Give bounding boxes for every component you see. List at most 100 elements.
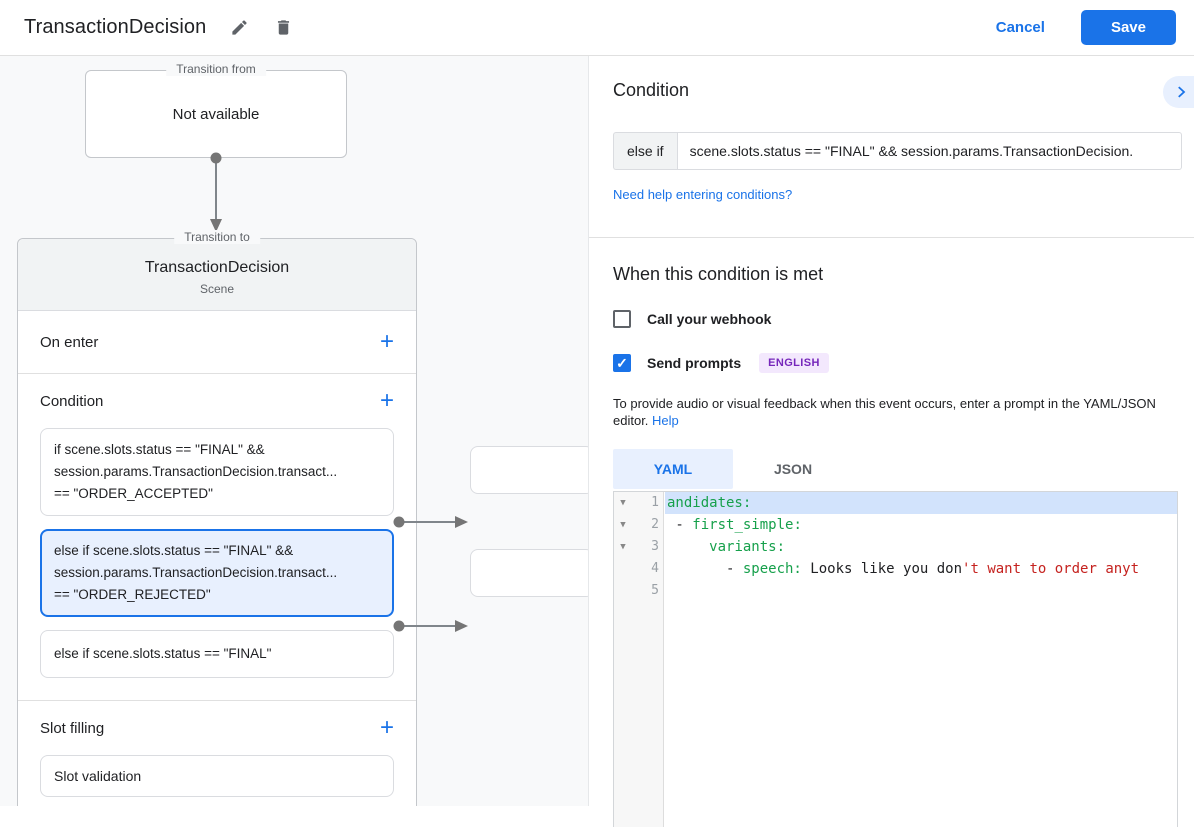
condition-card[interactable]: else if scene.slots.status == "FINAL" — [40, 630, 394, 678]
editor-code-text: variants: — [665, 536, 1177, 558]
transition-to-card: Transition to TransactionDecision Scene … — [17, 230, 417, 806]
condition-prefix: else if — [613, 132, 677, 170]
slot-card[interactable]: Slot validation — [40, 755, 394, 797]
condition-card-line: else if scene.slots.status == "FINAL" — [54, 646, 272, 661]
trash-icon — [274, 18, 293, 37]
code-token-plain: - — [667, 517, 693, 533]
panel-header: Condition — [613, 76, 1194, 108]
add-on-enter-button[interactable]: + — [379, 328, 394, 355]
condition1-arrow — [393, 516, 468, 528]
panel-title: Condition — [613, 80, 690, 100]
send-prompts-checkbox[interactable]: ✓ — [613, 354, 631, 372]
scene-type-label: Scene — [199, 282, 235, 296]
condition-section-label: Condition — [40, 392, 104, 410]
scene-flow-canvas: Transition from Not available Transition… — [0, 56, 588, 806]
condition-card-list: if scene.slots.status == "FINAL" && sessi… — [18, 428, 416, 678]
code-token-plain — [667, 539, 709, 555]
tab-yaml[interactable]: YAML — [613, 449, 733, 489]
slot-filling-label: Slot filling — [40, 719, 105, 737]
on-enter-label: On enter — [40, 333, 99, 351]
webhook-checkbox[interactable] — [613, 310, 631, 328]
line-number: 5 — [651, 583, 659, 598]
code-token-key: variants: — [709, 539, 786, 555]
cancel-button[interactable]: Cancel — [995, 19, 1045, 36]
line-number: 4 — [651, 561, 659, 576]
editor-code-text — [665, 580, 1177, 602]
editor-hint-text: To provide audio or visual feedback when… — [613, 396, 1156, 428]
condition-section-header: Condition + — [18, 374, 416, 428]
code-token-key: first_simple: — [692, 517, 802, 533]
scene-name: TransactionDecision — [144, 259, 290, 276]
send-prompts-label: Send prompts — [647, 355, 742, 371]
condition-card-line: if scene.slots.status == "FINAL" && — [54, 442, 265, 457]
tab-json[interactable]: JSON — [773, 461, 813, 477]
hint-help-link[interactable]: Help — [652, 413, 679, 428]
editor-gutter-cell: ▼1 — [614, 492, 665, 514]
when-met-title: When this condition is met — [613, 264, 824, 284]
condition-card-line: == "ORDER_REJECTED" — [54, 587, 211, 602]
condition-detail-panel: Condition else if Need help entering con… — [588, 56, 1194, 827]
scene-header: TransactionDecision Scene — [18, 239, 416, 311]
chevron-right-icon — [1172, 83, 1190, 101]
condition-card-line: session.params.TransactionDecision.trans… — [54, 565, 338, 580]
panel-divider — [589, 237, 1194, 238]
condition-card-line: else if scene.slots.status == "FINAL" && — [54, 543, 294, 558]
collapse-panel-button[interactable] — [1163, 76, 1194, 108]
condition2-arrow — [393, 620, 468, 632]
condition-card-line: == "ORDER_ACCEPTED" — [54, 486, 213, 501]
line-number: 1 — [651, 495, 659, 510]
condition-card-line: session.params.TransactionDecision.trans… — [54, 464, 338, 479]
send-prompts-row: ✓ Send prompts ENGLISH — [613, 353, 1194, 373]
transition-from-box: Transition from Not available — [85, 62, 347, 158]
line-number: 3 — [651, 539, 659, 554]
language-badge: ENGLISH — [759, 353, 829, 373]
editor-line[interactable]: 4 - speech: Looks like you don't want to… — [614, 558, 1177, 580]
editor-tabs: YAML JSON — [613, 449, 1194, 489]
page-title: TransactionDecision — [24, 16, 207, 38]
code-token-plain: - — [667, 561, 743, 577]
add-condition-button[interactable]: + — [379, 387, 394, 414]
condition-help-link[interactable]: Need help entering conditions? — [613, 187, 793, 202]
editor-gutter — [614, 492, 664, 827]
transition-arrow-down — [210, 152, 222, 232]
edit-scene-button[interactable] — [228, 17, 250, 39]
code-token-key: andidates: — [667, 495, 752, 511]
add-slot-button[interactable]: + — [379, 714, 394, 741]
slot-card-list: Slot validation — [18, 755, 416, 797]
fold-arrow-icon[interactable]: ▼ — [620, 542, 626, 552]
editor-code-text: andidates: — [665, 492, 1177, 514]
transition-to-legend: Transition to — [174, 230, 260, 244]
line-number: 2 — [651, 517, 659, 532]
fold-arrow-icon[interactable]: ▼ — [620, 498, 626, 508]
editor-gutter-cell: ▼2 — [614, 514, 665, 536]
topbar: TransactionDecision Cancel Save — [0, 0, 1194, 56]
pencil-icon — [230, 18, 249, 37]
editor-hint: To provide audio or visual feedback when… — [613, 395, 1191, 429]
slot-filling-section-header: Slot filling + — [18, 701, 416, 755]
transition-from-content: Not available — [172, 105, 260, 123]
target-scene-box-2[interactable] — [470, 549, 588, 597]
webhook-label: Call your webhook — [647, 311, 772, 327]
editor-line[interactable]: 5 — [614, 580, 1177, 602]
code-token-plain: Looks like you don — [801, 561, 963, 577]
code-token-key: speech: — [742, 561, 802, 577]
condition-expression-input[interactable] — [676, 132, 1182, 170]
transition-from-legend: Transition from — [166, 62, 266, 76]
webhook-row: Call your webhook — [613, 310, 1194, 328]
target-scene-box-1[interactable] — [470, 446, 588, 494]
editor-line[interactable]: ▼2 - first_simple: — [614, 514, 1177, 536]
fold-arrow-icon[interactable]: ▼ — [620, 520, 626, 530]
condition-card[interactable]: else if scene.slots.status == "FINAL" &&… — [40, 529, 394, 617]
editor-code-text: - first_simple: — [665, 514, 1177, 536]
editor-gutter-cell: 4 — [614, 558, 665, 580]
editor-gutter-cell: 5 — [614, 580, 665, 602]
condition-card[interactable]: if scene.slots.status == "FINAL" && sessi… — [40, 428, 394, 516]
editor-line[interactable]: ▼ 3 variants: — [614, 536, 1177, 558]
save-button[interactable]: Save — [1080, 10, 1176, 45]
delete-scene-button[interactable] — [272, 17, 294, 39]
section-divider — [18, 700, 416, 701]
editor-code-text: - speech: Looks like you don't want to o… — [665, 558, 1177, 580]
